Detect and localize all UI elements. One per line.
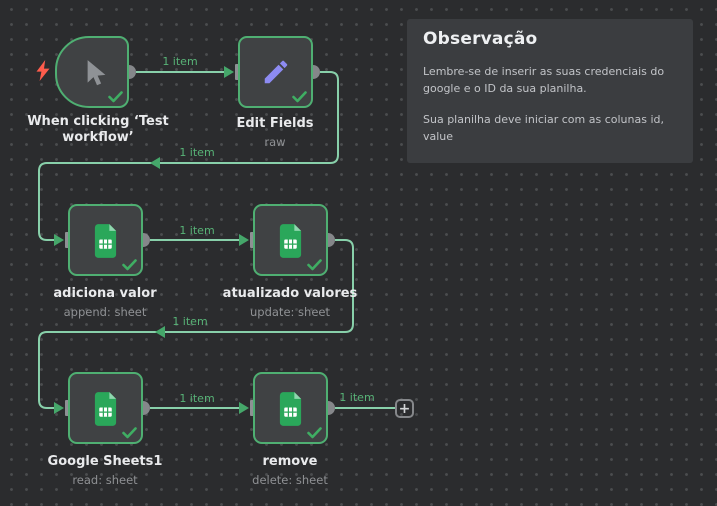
- connection-items-label: 1 item: [179, 392, 215, 405]
- add-node-button[interactable]: +: [395, 399, 414, 418]
- success-check-icon: [122, 259, 137, 271]
- pencil-icon: [261, 57, 291, 87]
- node-google-sheets1[interactable]: [68, 372, 143, 444]
- node-title: Edit Fields: [236, 116, 314, 131]
- connection-editfields-adiciona[interactable]: [38, 71, 339, 241]
- node-subtitle: delete: sheet: [252, 473, 328, 488]
- node-subtitle: update: sheet: [250, 305, 330, 320]
- node-label-atualizado-valores: atualizado valores update: sheet: [195, 286, 385, 320]
- connection-arrow-icon: [224, 66, 234, 78]
- success-check-icon: [307, 427, 322, 439]
- node-label-google-sheets1: Google Sheets1 read: sheet: [10, 454, 200, 488]
- node-remove[interactable]: [253, 372, 328, 444]
- node-title: adiciona valor: [53, 286, 157, 301]
- success-check-icon: [122, 427, 137, 439]
- success-check-icon: [292, 91, 307, 103]
- sticky-note-text: Lembre-se de inserir as suas credenciais…: [423, 65, 665, 95]
- connection-arrow-icon: [239, 234, 249, 246]
- node-when-clicking-test-workflow[interactable]: [55, 36, 129, 108]
- connection-items-label: 1 item: [339, 391, 375, 404]
- input-handle[interactable]: [65, 232, 70, 248]
- connection-items-label: 1 item: [172, 315, 208, 328]
- node-title: Google Sheets1: [47, 454, 163, 469]
- input-handle[interactable]: [250, 400, 255, 416]
- connection-arrow-icon: [239, 402, 249, 414]
- connection-items-label: 1 item: [162, 55, 198, 68]
- node-atualizado-valores[interactable]: [253, 204, 328, 276]
- connection-atualizado-sheets1[interactable]: [38, 239, 354, 409]
- node-title: atualizado valores: [222, 286, 358, 301]
- node-edit-fields[interactable]: [238, 36, 313, 108]
- connection-arrow-icon: [150, 157, 160, 169]
- node-title: When clicking ‘Test workflow’: [27, 114, 169, 146]
- node-label-adiciona-valor: adiciona valor append: sheet: [10, 286, 200, 320]
- mouse-pointer-icon: [77, 57, 107, 87]
- node-subtitle: read: sheet: [72, 473, 138, 488]
- connection-items-label: 1 item: [179, 146, 215, 159]
- input-handle[interactable]: [235, 64, 240, 80]
- success-check-icon: [307, 259, 322, 271]
- google-sheets-icon: [277, 223, 304, 258]
- google-sheets-icon: [277, 391, 304, 426]
- connection-arrow-icon: [54, 234, 64, 246]
- input-handle[interactable]: [250, 232, 255, 248]
- connection-arrow-icon: [54, 402, 64, 414]
- success-check-icon: [108, 91, 123, 103]
- node-subtitle: append: sheet: [63, 305, 147, 320]
- plus-icon: +: [398, 400, 411, 417]
- input-handle[interactable]: [65, 400, 70, 416]
- node-adiciona-valor[interactable]: [68, 204, 143, 276]
- node-label-remove: remove delete: sheet: [195, 454, 385, 488]
- node-title: remove: [262, 454, 318, 469]
- sticky-note[interactable]: Observação Lembre-se de inserir as suas …: [407, 19, 693, 163]
- connection-arrow-icon: [155, 326, 165, 338]
- google-sheets-icon: [92, 391, 119, 426]
- trigger-bolt-icon: [36, 60, 50, 81]
- google-sheets-icon: [92, 223, 119, 258]
- connection-items-label: 1 item: [179, 224, 215, 237]
- node-label-when-clicking: When clicking ‘Test workflow’: [3, 114, 193, 147]
- node-label-edit-fields: Edit Fields raw: [180, 116, 370, 150]
- sticky-note-title: Observação: [423, 29, 538, 49]
- sticky-note-text: Sua planilha deve iniciar com as colunas…: [423, 113, 664, 143]
- node-subtitle: raw: [264, 135, 286, 150]
